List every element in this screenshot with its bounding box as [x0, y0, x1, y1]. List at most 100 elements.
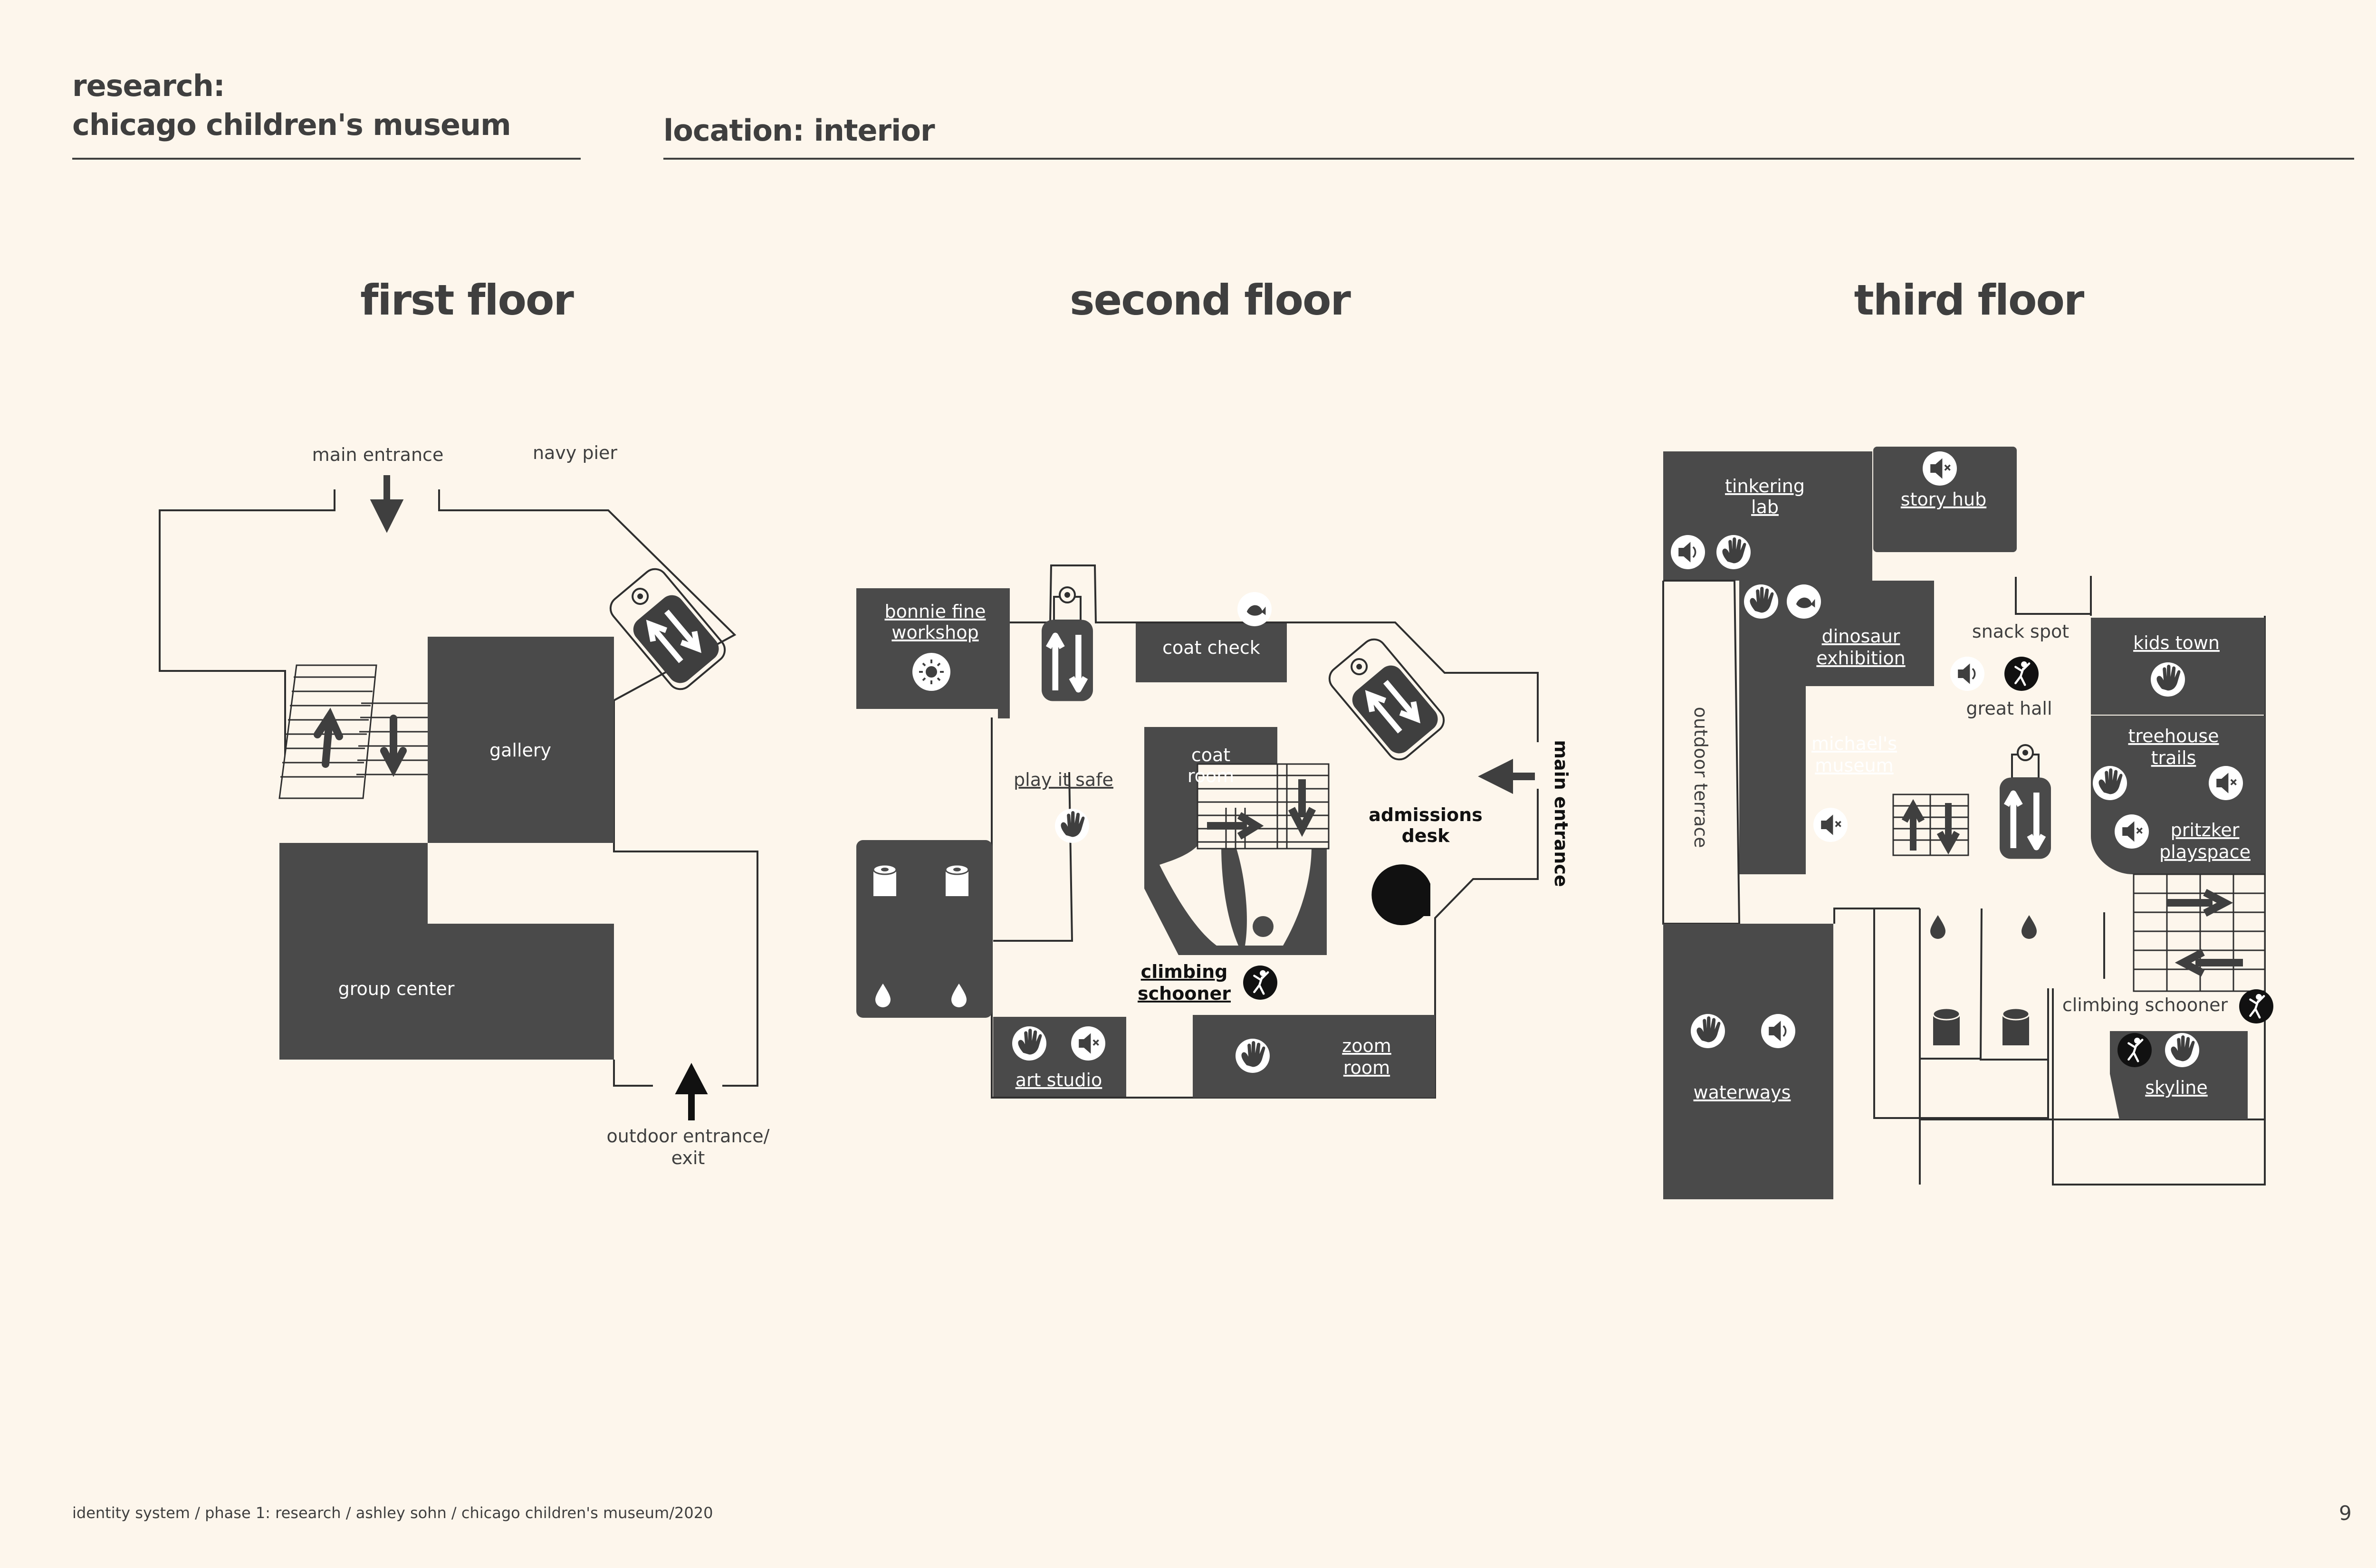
michaels-museum-label-2: museum [1815, 755, 1893, 776]
header-title-line1: research: [72, 68, 225, 103]
tinkering-lab-room [1663, 451, 1872, 581]
pritzker-playspace-label-2: playspace [2159, 841, 2251, 862]
waterways-label: waterways [1694, 1082, 1791, 1103]
escalator-icon [1328, 638, 1445, 761]
mute-icon [2208, 765, 2244, 801]
climbing-schooner-label-1: climbing [1141, 961, 1228, 982]
navy-pier-label: navy pier [533, 442, 617, 463]
schooner-hull [1159, 846, 1238, 946]
main-entrance-label-2: main entrance [1551, 740, 1571, 887]
zoom-room-room [1193, 1015, 1435, 1098]
play-it-safe-label: play it safe [1014, 769, 1113, 790]
second-floor-plan: bonnie fine workshop coat check coat roo… [856, 564, 1571, 1099]
toilet-paper-icon [945, 864, 969, 897]
michaels-museum-label-1: michael's [1811, 733, 1897, 754]
water-drop-icon [1930, 915, 1945, 939]
second-floor-outline [991, 564, 1539, 1099]
admissions-desk-label-2: desk [1402, 825, 1450, 846]
escalator-icon [609, 568, 726, 690]
treehouse-trails-label-1: treehouse [2128, 726, 2219, 746]
second-floor-title: second floor [1070, 276, 1351, 325]
header-rule-left [72, 158, 581, 160]
toilet-paper-icon [1932, 1007, 1961, 1045]
coat-room-label-1: coat [1191, 745, 1230, 765]
admissions-desk-label-1: admissions [1369, 804, 1483, 825]
treehouse-trails-label-2: trails [2151, 747, 2196, 768]
arrow-down-icon [370, 475, 404, 533]
header-title-line2: chicago children's museum [72, 107, 511, 142]
pritzker-playspace-label-1: pritzker [2171, 820, 2240, 841]
waterways-room [1663, 924, 1833, 1199]
hand-icon [1012, 1026, 1046, 1061]
bonnie-fine-label-2: workshop [891, 622, 978, 643]
hand-icon [1716, 535, 1751, 569]
outdoor-terrace-label: outdoor terrace [1690, 707, 1711, 848]
page-number: 9 [2339, 1501, 2352, 1525]
climber-icon [2239, 989, 2273, 1023]
fish-icon [1787, 584, 1821, 619]
climber-icon [1243, 966, 1277, 1000]
first-floor-title: first floor [360, 276, 574, 325]
outdoor-entrance-label-2: exit [671, 1147, 705, 1168]
toilet-paper-icon [2002, 1007, 2030, 1045]
story-hub-room [1873, 447, 2017, 552]
footer-credits: identity system / phase 1: research / as… [72, 1504, 713, 1522]
mute-icon [2114, 813, 2150, 850]
elevator-icon [1042, 586, 1093, 701]
climber-icon [2004, 657, 2039, 691]
sound-icon [1670, 534, 1706, 570]
climbing-schooner-label-3: climbing schooner [2062, 994, 2228, 1015]
treehouse-trails-room [2091, 716, 2265, 814]
zoom-room-label-1: zoom [1342, 1035, 1391, 1056]
coat-room-label-2: room [1188, 765, 1234, 786]
bonnie-fine-label-1: bonnie fine [885, 601, 986, 622]
outdoor-entrance-label-1: outdoor entrance/ [607, 1126, 770, 1147]
skyline-label: skyline [2145, 1077, 2208, 1098]
hand-icon [1055, 809, 1089, 843]
dinosaur-exhibition-room [1739, 581, 1934, 874]
kids-town-label: kids town [2133, 632, 2220, 653]
coat-check-room [1136, 623, 1287, 682]
hand-icon [1691, 1014, 1725, 1048]
sound-icon [1760, 1013, 1796, 1049]
great-hall-label: great hall [1966, 698, 2052, 719]
first-floor-plan: main entrance navy pier gallery group ce… [159, 442, 770, 1168]
third-floor-title: third floor [1854, 276, 2085, 325]
tinkering-lab-label-1: tinkering [1725, 476, 1805, 497]
climber-icon [2117, 1033, 2152, 1067]
climbing-schooner-label-2: schooner [1138, 983, 1231, 1004]
admissions-desk-shape [1371, 864, 1430, 926]
hand-icon [2165, 1033, 2199, 1067]
location-heading: location: interior [663, 113, 935, 148]
stairs-icon [278, 664, 428, 799]
stairs-icon [1197, 763, 1330, 850]
stairs-icon [1892, 794, 1969, 856]
mute-icon [1070, 1025, 1106, 1061]
mute-icon [1922, 450, 1958, 487]
michaels-museum-room [1801, 686, 1806, 874]
sound-icon [1949, 656, 1985, 692]
hand-icon [1744, 584, 1778, 619]
group-center-room [279, 843, 614, 1060]
dinosaur-exhibition-label-1: dinosaur [1822, 626, 1900, 647]
third-floor-plan: tinkering lab story hub dinosaur exhibit… [1662, 447, 2273, 1199]
header-rule-right [663, 158, 2354, 160]
art-studio-room [993, 1017, 1126, 1097]
arrow-left-icon [1478, 759, 1535, 794]
schooner-ball [1253, 916, 1274, 937]
hand-icon [2151, 662, 2185, 697]
gallery-label: gallery [489, 740, 551, 761]
hand-icon [2093, 766, 2127, 800]
elevator-icon [2000, 744, 2051, 859]
art-studio-label: art studio [1016, 1070, 1102, 1090]
coat-check-label: coat check [1162, 637, 1260, 658]
mute-icon [1812, 807, 1849, 843]
hand-icon [1236, 1039, 1270, 1073]
toilet-paper-icon [872, 864, 897, 897]
fish-icon [1237, 592, 1272, 626]
zoom-room-label-2: room [1343, 1057, 1390, 1078]
gallery-room [428, 637, 614, 843]
outdoor-terrace-outline [1663, 580, 1740, 924]
